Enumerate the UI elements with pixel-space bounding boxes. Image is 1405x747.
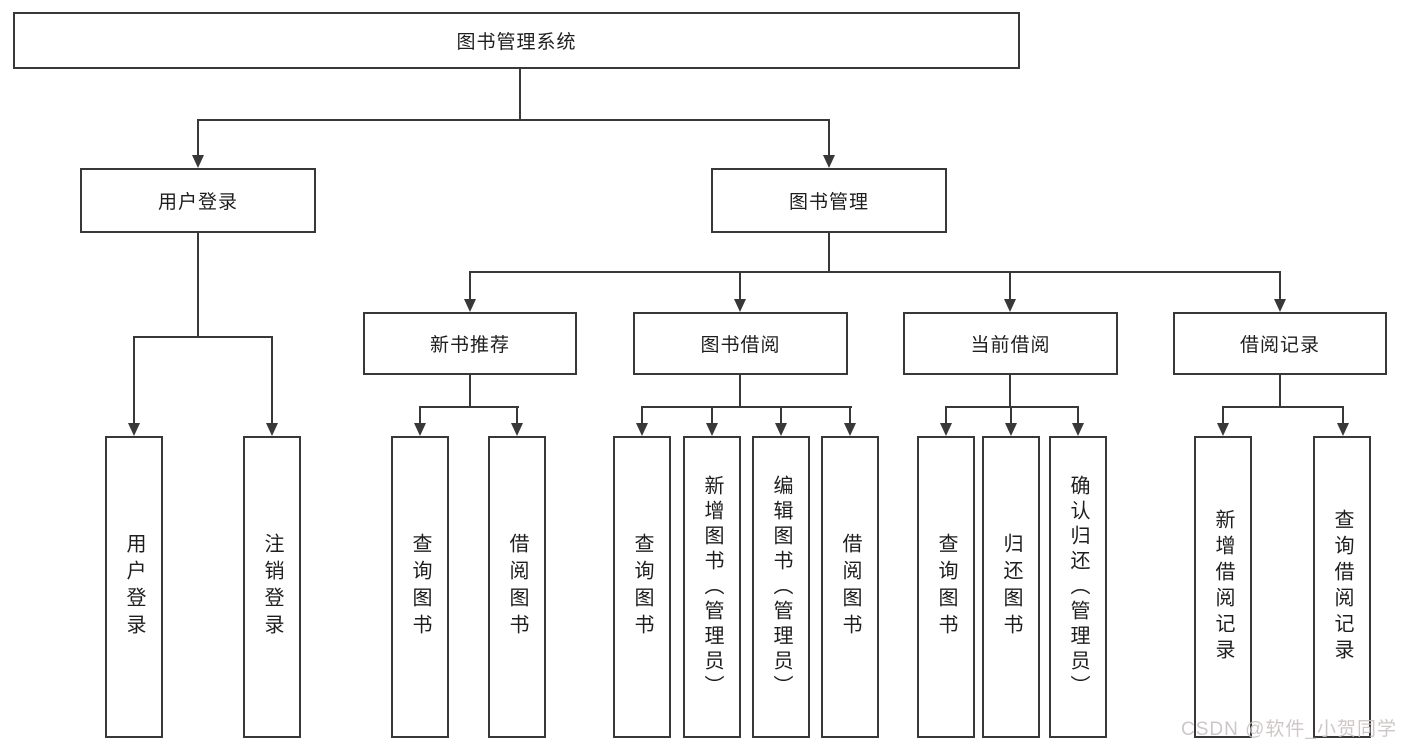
leaf-label: 查询图书 (409, 533, 431, 641)
arrowhead-down-icon (266, 423, 278, 436)
arrowhead-down-icon (844, 423, 856, 436)
node-leaf-add-borrow-record: 新增借阅记录 (1194, 436, 1252, 738)
arrowhead-down-icon (1005, 423, 1017, 436)
node-user-login: 用户登录 (80, 168, 316, 233)
node-module-borrow-records: 借阅记录 (1173, 312, 1387, 375)
module-label: 借阅记录 (1239, 335, 1320, 356)
leaf-label: 新增借阅记录 (1212, 509, 1234, 665)
leaf-label: 借阅图书 (506, 533, 528, 641)
arrowhead-down-icon (1072, 423, 1084, 436)
module-label: 图书借阅 (700, 335, 781, 356)
connector-shaft (197, 119, 199, 156)
node-module-new-books: 新书推荐 (363, 312, 577, 375)
leaf-label: 查询借阅记录 (1331, 509, 1353, 665)
connector-user-login (133, 336, 273, 338)
node-leaf-logout: 注销登录 (243, 436, 301, 738)
leaf-label: 新增图书（管理员） (701, 474, 723, 700)
connector-shaft (1342, 406, 1344, 424)
connector-shaft (1279, 271, 1281, 300)
connector-shaft (1077, 406, 1079, 424)
module-label: 新书推荐 (429, 335, 510, 356)
arrowhead-down-icon (775, 423, 787, 436)
connector-shaft (469, 271, 471, 300)
arrowhead-down-icon (464, 299, 476, 312)
csdn-watermark: CSDN @软件_小贺同学 (1181, 719, 1397, 740)
connector-shaft (419, 406, 421, 424)
connector-shaft (828, 119, 830, 156)
leaf-label: 查询图书 (935, 533, 957, 641)
connector-shaft (849, 406, 851, 424)
arrowhead-down-icon (1004, 299, 1016, 312)
node-module-book-borrow: 图书借阅 (633, 312, 848, 375)
leaf-label: 确认归还（管理员） (1067, 474, 1089, 700)
connector-module (945, 406, 1079, 408)
arrowhead-down-icon (1337, 423, 1349, 436)
node-leaf-user-login: 用户登录 (105, 436, 163, 738)
connector-shaft (641, 406, 643, 424)
arrowhead-down-icon (192, 155, 204, 168)
node-leaf-confirm-return-admin: 确认归还（管理员） (1049, 436, 1107, 738)
node-leaf-borrow-books-2: 借阅图书 (821, 436, 879, 738)
arrowhead-down-icon (1274, 299, 1286, 312)
connector-module (641, 406, 852, 408)
connector-shaft (1009, 271, 1011, 300)
connector-module-stem (739, 373, 741, 408)
connector-level1 (197, 119, 830, 121)
connector-book-mgmt-stem (828, 233, 830, 273)
node-leaf-edit-books-admin: 编辑图书（管理员） (752, 436, 810, 738)
node-leaf-add-books-admin: 新增图书（管理员） (683, 436, 741, 738)
connector-user-login-stem (197, 233, 199, 338)
connector-shaft (945, 406, 947, 424)
connector-module-stem (1009, 373, 1011, 408)
leaf-label: 编辑图书（管理员） (770, 474, 792, 700)
connector-shaft (780, 406, 782, 424)
node-module-current-borrow: 当前借阅 (903, 312, 1118, 375)
connector-module-stem (1279, 373, 1281, 408)
node-root: 图书管理系统 (13, 12, 1020, 69)
connector-shaft (271, 336, 273, 424)
arrowhead-down-icon (823, 155, 835, 168)
node-root-label: 图书管理系统 (456, 32, 577, 53)
arrowhead-down-icon (706, 423, 718, 436)
arrowhead-down-icon (636, 423, 648, 436)
arrowhead-down-icon (414, 423, 426, 436)
connector-shaft (739, 271, 741, 300)
arrowhead-down-icon (734, 299, 746, 312)
node-leaf-query-borrow-record: 查询借阅记录 (1313, 436, 1371, 738)
connector-module (1222, 406, 1344, 408)
connector-root-stem (519, 69, 521, 119)
connector-level2 (469, 271, 1281, 273)
connector-shaft (133, 336, 135, 424)
node-user-login-label: 用户登录 (157, 192, 238, 213)
node-leaf-borrow-books-1: 借阅图书 (488, 436, 546, 738)
connector-shaft (516, 406, 518, 424)
connector-shaft (1010, 406, 1012, 424)
connector-shaft (711, 406, 713, 424)
leaf-label: 注销登录 (261, 533, 283, 641)
arrowhead-down-icon (511, 423, 523, 436)
arrowhead-down-icon (1217, 423, 1229, 436)
leaf-label: 查询图书 (631, 533, 653, 641)
node-book-mgmt-label: 图书管理 (788, 192, 869, 213)
leaf-label: 借阅图书 (839, 533, 861, 641)
connector-shaft (1222, 406, 1224, 424)
node-leaf-query-books-1: 查询图书 (391, 436, 449, 738)
leaf-label: 用户登录 (123, 533, 145, 641)
arrowhead-down-icon (128, 423, 140, 436)
connector-module (419, 406, 519, 408)
node-leaf-query-books-3: 查询图书 (917, 436, 975, 738)
connector-module-stem (469, 373, 471, 408)
module-label: 当前借阅 (970, 335, 1051, 356)
leaf-label: 归还图书 (1000, 533, 1022, 641)
node-book-mgmt: 图书管理 (711, 168, 947, 233)
node-leaf-query-books-2: 查询图书 (613, 436, 671, 738)
arrowhead-down-icon (940, 423, 952, 436)
node-leaf-return-books: 归还图书 (982, 436, 1040, 738)
